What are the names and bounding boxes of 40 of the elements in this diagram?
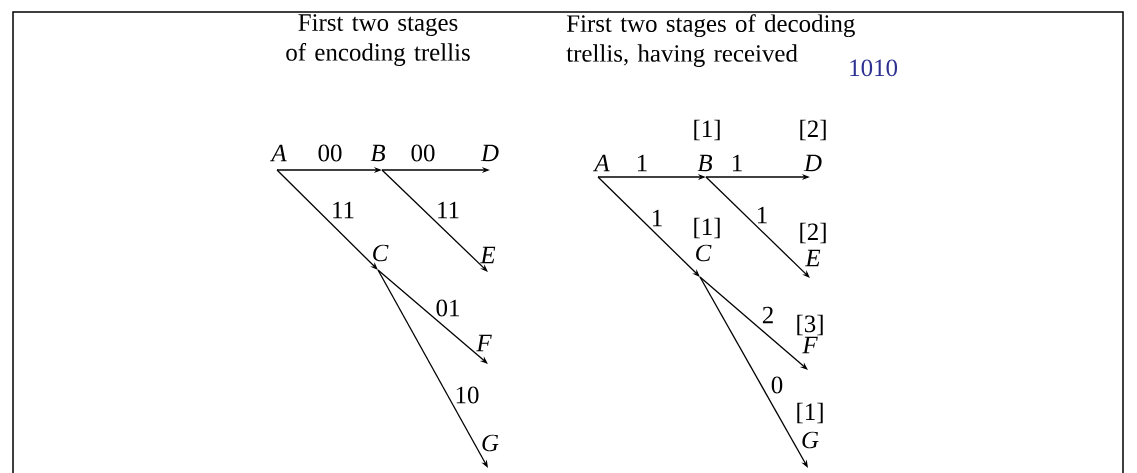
path-metric: [1] xyxy=(797,402,823,424)
edge-label: 11 xyxy=(333,201,354,219)
edge-label: 00 xyxy=(318,144,342,162)
state-label: G xyxy=(482,434,499,452)
edge-label: 1 xyxy=(732,154,742,172)
arrow xyxy=(699,276,808,370)
arrow xyxy=(377,269,488,364)
edge-label: 0 xyxy=(771,376,783,394)
path-metric: [2] xyxy=(800,119,826,141)
edge-label: 1 xyxy=(652,209,662,227)
path-metric: [3] xyxy=(797,314,823,336)
state-label: A xyxy=(593,154,610,172)
path-metric: [1] xyxy=(694,217,720,239)
state-label: F xyxy=(802,336,818,354)
arrow xyxy=(705,176,810,278)
state-label: F xyxy=(476,334,492,352)
edge-label: 1 xyxy=(757,206,767,224)
state-label: B xyxy=(697,154,713,172)
state-label: B xyxy=(370,144,386,162)
edge-label: 1 xyxy=(637,154,647,172)
heading: First two stages of encoding trellis xyxy=(286,14,470,66)
path-metric: [2] xyxy=(800,222,826,244)
state-label: G xyxy=(802,431,819,449)
edge-label: 2 xyxy=(762,306,773,324)
state-label: E xyxy=(805,249,821,267)
state-label: C xyxy=(696,244,712,262)
edge-label: 11 xyxy=(438,201,459,219)
state-label: D xyxy=(803,154,822,172)
arrow xyxy=(699,276,808,468)
state-label: E xyxy=(480,246,496,264)
state-label: C xyxy=(373,244,389,262)
arrow xyxy=(276,169,378,270)
path-metric: [1] xyxy=(694,119,720,141)
state-label: A xyxy=(270,144,287,162)
arrow xyxy=(381,169,488,272)
edge-label: 01 xyxy=(436,299,459,317)
edge-label: 10 xyxy=(456,386,479,404)
state-label: D xyxy=(480,144,499,162)
edge-label: 00 xyxy=(411,144,435,162)
arrow xyxy=(597,176,700,277)
